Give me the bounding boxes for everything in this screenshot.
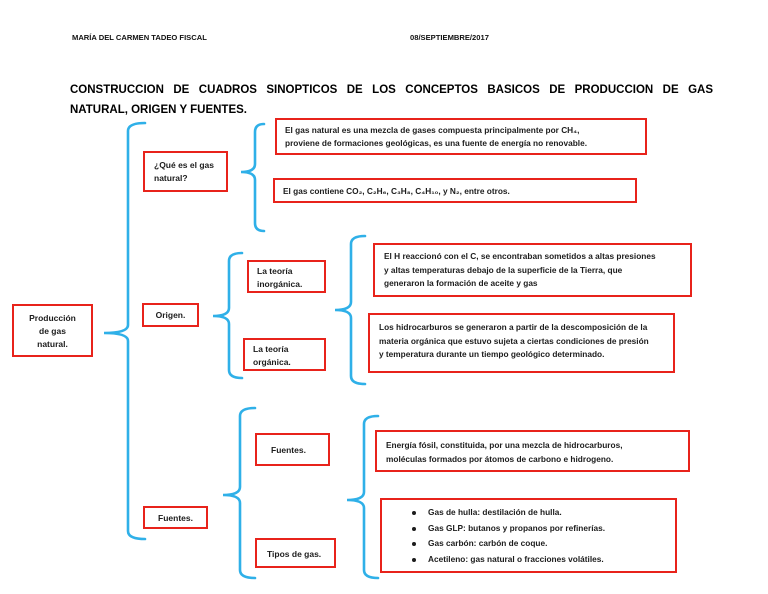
node-root-line1: Producción — [29, 313, 76, 323]
list-item: Gas GLP: butanos y propanos por refinerí… — [382, 521, 675, 537]
node-origen-label: Origen. — [155, 310, 186, 320]
list-item-text: Acetileno: gas natural o fracciones volá… — [428, 553, 604, 564]
bullet-icon — [412, 511, 416, 515]
brace-fuentes — [222, 406, 257, 580]
definition-inorganica-line3: generaron la formación de aceite y gas — [384, 278, 538, 288]
brace-root — [103, 121, 147, 541]
brace-que-es — [240, 122, 266, 233]
definition-teoria-organica: Los hidrocarburos se generaron a partir … — [368, 313, 675, 373]
list-item: Gas de hulla: destilación de hulla. — [382, 505, 675, 521]
node-que-es-el-gas-natural: ¿Qué es el gas natural? — [143, 151, 228, 192]
definition-organica-line2: materia orgánica que estuvo sujeta a cie… — [379, 335, 649, 346]
brace-origen — [212, 251, 244, 380]
list-item-text: Gas GLP: butanos y propanos por refinerí… — [428, 522, 606, 533]
page-title: CONSTRUCCION DE CUADROS SINOPTICOS DE LO… — [70, 80, 713, 120]
node-fuentes-label: Fuentes. — [158, 513, 193, 523]
definition-teoria-inorganica: El H reaccionó con el C, se encontraban … — [373, 243, 692, 297]
list-item: Gas carbón: carbón de coque. — [382, 536, 675, 552]
list-item-text: Gas carbón: carbón de coque. — [428, 538, 548, 548]
bullet-icon — [412, 557, 416, 562]
tipos-de-gas-list: Gas de hulla: destilación de hulla. Gas … — [380, 498, 677, 573]
node-que-es-line1: ¿Qué es el gas — [154, 160, 214, 170]
definition-gas-natural-line1: El gas natural es una mezcla de gases co… — [285, 125, 580, 135]
node-produccion-gas-natural: Producción de gas natural. — [12, 304, 93, 357]
node-teoria-organica: La teoría orgánica. — [243, 338, 326, 371]
definition-organica-line1: Los hidrocarburos se generaron a partir … — [379, 322, 648, 332]
definition-fuentes-line2: moléculas formados por átomos de carbono… — [386, 454, 614, 464]
node-teoria-organica-line2: orgánica. — [253, 357, 291, 367]
node-que-es-line2: natural? — [154, 173, 188, 183]
definition-organica-line3: y temperatura durante un tiempo geológic… — [379, 349, 605, 359]
definition-gas-natural: El gas natural es una mezcla de gases co… — [275, 118, 647, 155]
node-fuentes-2: Fuentes. — [255, 433, 330, 466]
node-fuentes-2-label: Fuentes. — [271, 445, 306, 455]
node-teoria-inorganica-line1: La teoría — [257, 266, 293, 276]
page-title-line1: CONSTRUCCION DE CUADROS SINOPTICOS DE LO… — [70, 84, 713, 96]
node-teoria-inorganica-line2: inorgánica. — [257, 279, 303, 289]
node-tipos-de-gas: Tipos de gas. — [255, 538, 336, 568]
bullet-icon — [412, 542, 416, 546]
bullet-icon — [412, 526, 416, 531]
node-fuentes: Fuentes. — [143, 506, 208, 529]
page-title-line2: NATURAL, ORIGEN Y FUENTES. — [70, 104, 247, 116]
definition-fuentes-line1: Energía fósil, constituida, por una mezc… — [386, 440, 623, 450]
definition-composicion-line1: El gas contiene CO₂, C₂H₆, C₃H₈, C₄H₁₀, … — [283, 186, 510, 196]
brace-fuentes-defs — [346, 414, 380, 580]
definition-gas-natural-line2: proviene de formaciones geológicas, es u… — [285, 138, 587, 148]
list-item: Acetileno: gas natural o fracciones volá… — [382, 552, 675, 568]
node-teoria-organica-line1: La teoría — [253, 344, 289, 354]
definition-fuentes: Energía fósil, constituida, por una mezc… — [375, 430, 690, 472]
definition-composicion: El gas contiene CO₂, C₂H₆, C₃H₈, C₄H₁₀, … — [273, 178, 637, 203]
node-root-line3: natural. — [37, 339, 68, 349]
node-tipos-de-gas-label: Tipos de gas. — [267, 549, 322, 559]
node-origen: Origen. — [142, 303, 199, 327]
definition-inorganica-line2: y altas temperaturas debajo de la superf… — [384, 264, 623, 275]
list-item-text: Gas de hulla: destilación de hulla. — [428, 507, 562, 517]
node-root-line2: de gas — [39, 326, 66, 336]
author-name: MARÍA DEL CARMEN TADEO FISCAL — [72, 33, 207, 42]
definition-inorganica-line1: El H reaccionó con el C, se encontraban … — [384, 251, 656, 261]
node-teoria-inorganica: La teoría inorgánica. — [247, 260, 326, 293]
brace-teorias — [334, 234, 367, 386]
document-date: 08/SEPTIEMBRE/2017 — [410, 33, 489, 42]
